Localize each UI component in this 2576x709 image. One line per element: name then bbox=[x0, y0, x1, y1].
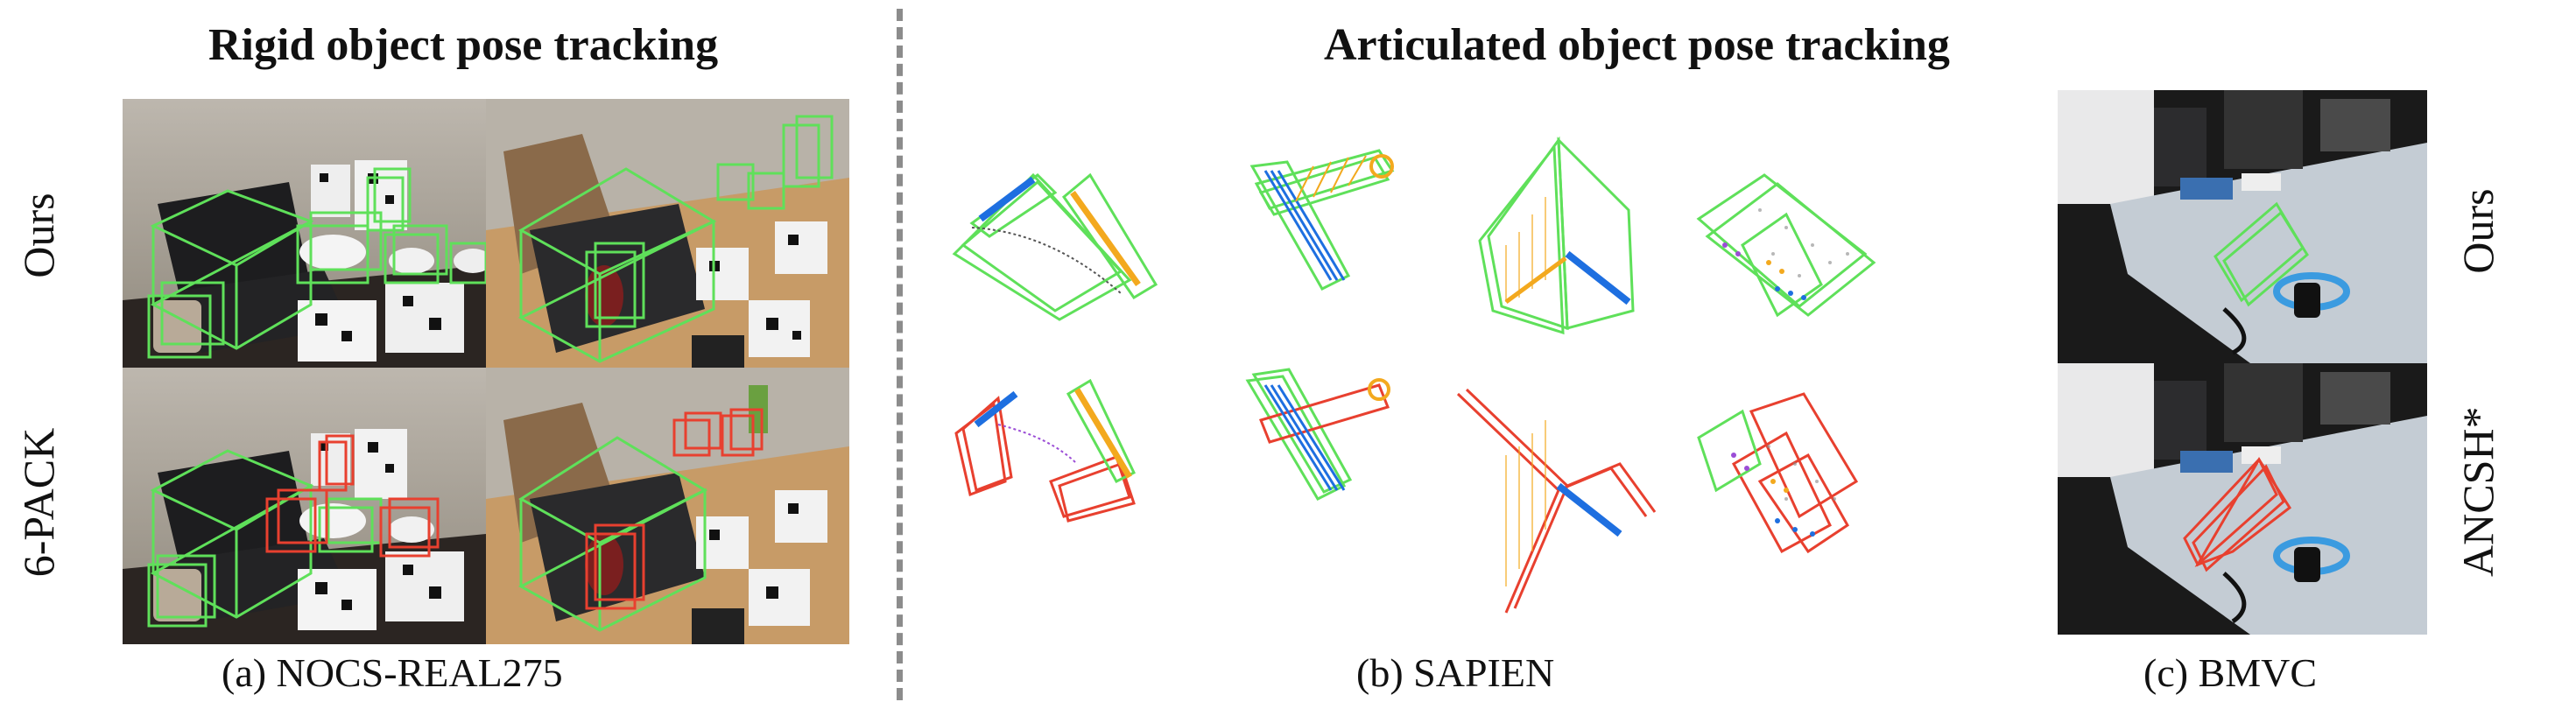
sapien-sample-4-baseline bbox=[1697, 392, 1859, 554]
section-divider bbox=[897, 9, 903, 700]
sapien-sample-2-ours bbox=[1249, 149, 1395, 291]
sapien-figure bbox=[952, 136, 1876, 614]
nocs-6pack-image-1 bbox=[123, 368, 486, 644]
row-label-ancsh: ANCSH* bbox=[2453, 406, 2502, 577]
sapien-sample-1-ours bbox=[952, 172, 1158, 321]
articulated-heading: Articulated object pose tracking bbox=[1324, 20, 1950, 70]
nocs-6pack-image-2 bbox=[486, 368, 849, 644]
sapien-sample-4-ours bbox=[1696, 173, 1876, 318]
sapien-sample-3-ours bbox=[1478, 136, 1635, 335]
sapien-sample-3-baseline bbox=[1456, 388, 1657, 614]
nocs-ours-image-2 bbox=[486, 99, 849, 368]
bmvc-ours-image bbox=[2058, 90, 2427, 363]
row-label-ours-left: Ours bbox=[14, 193, 63, 278]
row-label-6pack: 6-PACK bbox=[14, 427, 63, 578]
caption-nocs: (a) NOCS-REAL275 bbox=[222, 650, 563, 695]
row-label-ours-right: Ours bbox=[2453, 188, 2502, 274]
sapien-sample-2-baseline bbox=[1245, 368, 1390, 501]
bmvc-ancsh-image bbox=[2058, 363, 2427, 635]
nocs-ours-image-1 bbox=[123, 99, 486, 368]
sapien-sample-1-baseline bbox=[954, 378, 1136, 523]
rigid-heading: Rigid object pose tracking bbox=[208, 20, 719, 70]
caption-bmvc: (c) BMVC bbox=[2143, 650, 2318, 695]
caption-sapien: (b) SAPIEN bbox=[1356, 650, 1555, 695]
